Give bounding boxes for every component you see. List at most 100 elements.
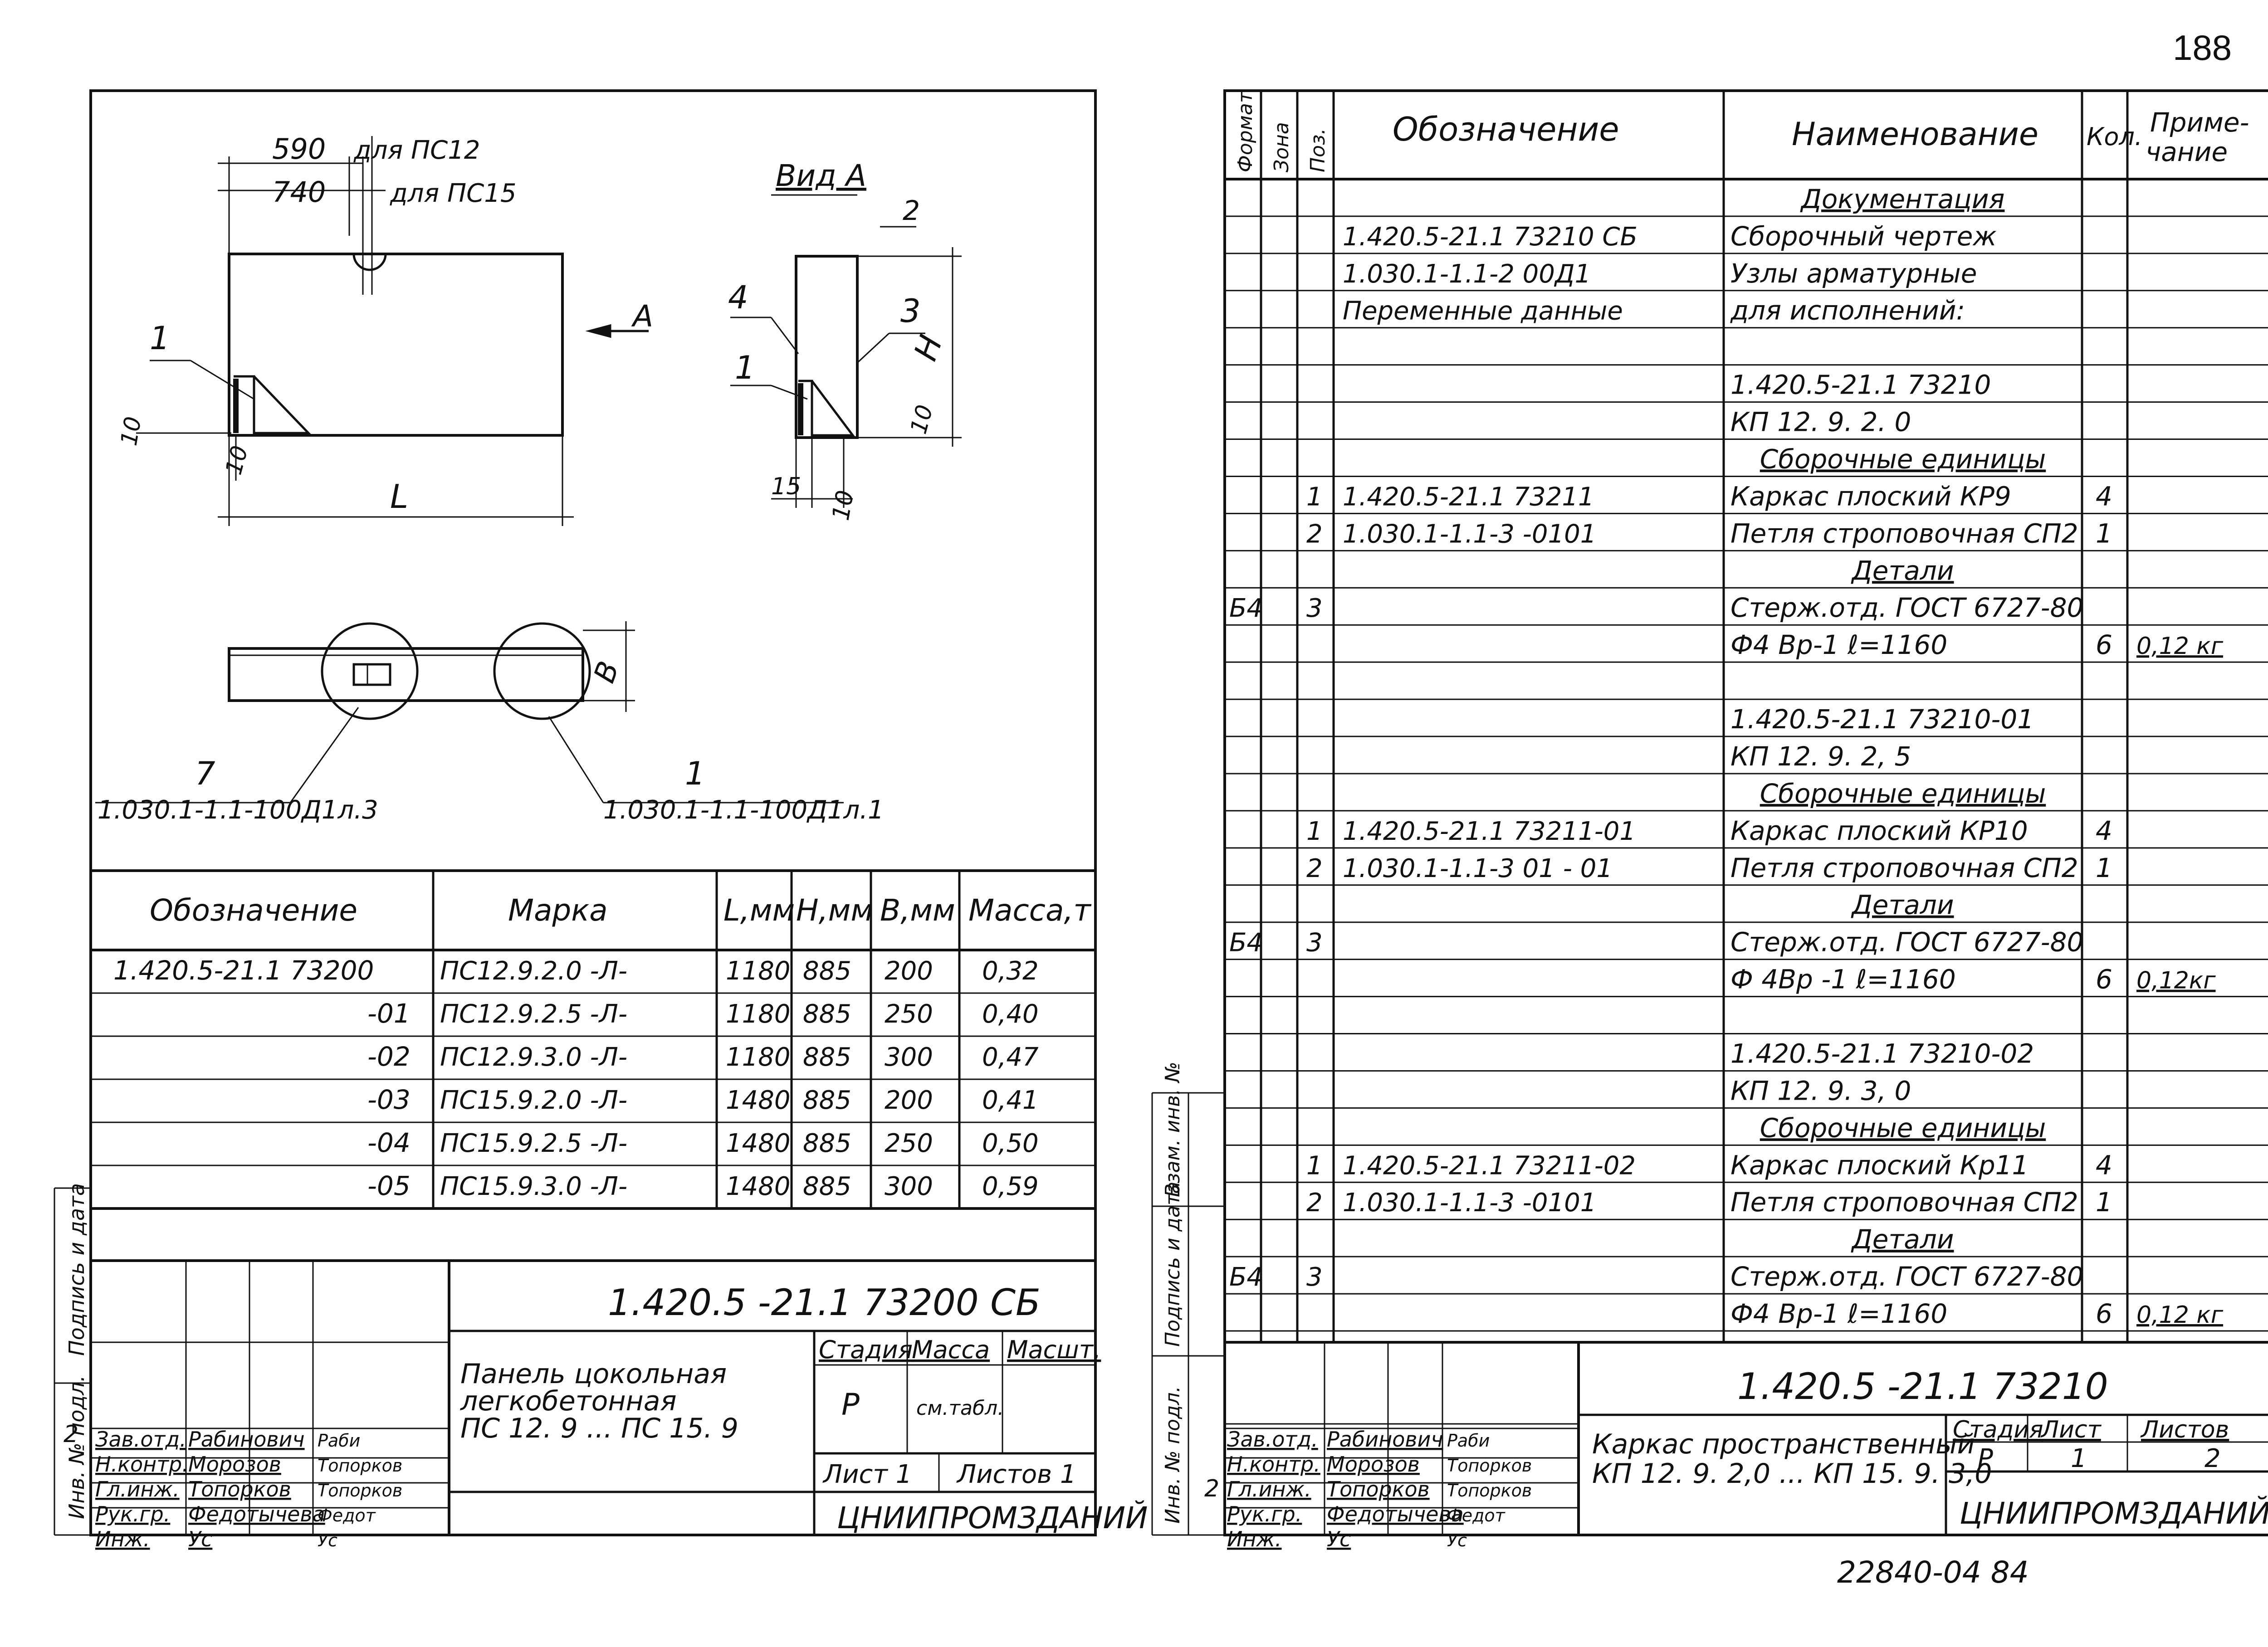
spec-cell-qty: 6 xyxy=(2096,629,2112,660)
table-cell-B: 300 xyxy=(885,1043,933,1072)
spec-cell-name: для исполнений: xyxy=(1730,295,1965,326)
callout-1-number: 1 xyxy=(685,755,705,792)
spec-cell-designation: 1.030.1-1.1-2 00Д1 xyxy=(1343,259,1591,289)
spec-cell-name: Каркас плоский КР10 xyxy=(1730,815,2028,846)
spec-cell-pos: 1 xyxy=(1306,1151,1323,1180)
bar-detail-front xyxy=(234,375,311,434)
leader-7 xyxy=(289,707,359,803)
table-cell-mass: 0,32 xyxy=(982,956,1039,986)
r-stamp-sign: Топорков xyxy=(1447,1456,1532,1476)
r-stamp-stage-head: Стадия xyxy=(1953,1416,2043,1443)
table-header-3: H,мм xyxy=(796,893,873,928)
table-cell-designation: -05 xyxy=(367,1170,411,1201)
r-stamp-code: 1.420.5 -21.1 73210 xyxy=(1737,1365,2108,1408)
dim-L-label: L xyxy=(390,478,408,516)
spec-cell-name: Петля строповочная СП2 xyxy=(1730,518,2078,549)
r-stamp-sign: Топорков xyxy=(1447,1481,1532,1501)
spec-cell-designation: 1.030.1-1.1-3 -0101 xyxy=(1343,519,1596,549)
spec-cell-name: Сборочный чертеж xyxy=(1730,221,1997,252)
leader-4 xyxy=(770,317,799,354)
spec-cell-designation: 1.420.5-21.1 73211-02 xyxy=(1343,1151,1636,1180)
stamp-name: Морозов xyxy=(188,1452,281,1476)
stamp-scale-head: Масшт. xyxy=(1007,1335,1101,1364)
r-stamp-name: Ус xyxy=(1327,1527,1351,1551)
r-stamp-sheet: 1 xyxy=(2071,1444,2087,1473)
spec-head-designation: Обозначение xyxy=(1393,110,1619,148)
table-cell-L: 1180 xyxy=(726,999,791,1029)
spec-cell-qty: 4 xyxy=(2096,481,2112,512)
table-cell-H: 885 xyxy=(803,999,851,1029)
table-cell-B: 250 xyxy=(885,999,933,1029)
spec-cell-qty: 1 xyxy=(2096,853,2112,883)
table-cell-L: 1180 xyxy=(726,956,791,986)
spec-head-pos: Поз. xyxy=(1306,128,1330,172)
spec-head-note1: Приме- xyxy=(2150,107,2249,138)
r-side-label-sign: Подпись и дата xyxy=(1161,1182,1184,1347)
r-stamp-role: Н.контр. xyxy=(1227,1452,1320,1476)
table-cell-mass: 0,41 xyxy=(982,1086,1039,1115)
dim-10-side-label: 10 xyxy=(827,488,860,523)
dim-740-note: для ПС15 xyxy=(390,179,516,208)
spec-cell-name: Ф4 Вр-1 ℓ=1160 xyxy=(1730,629,1947,660)
spec-cell-name: Ф 4Вр -1 ℓ=1160 xyxy=(1730,964,1956,995)
stamp-code: 1.420.5 -21.1 73200 СБ xyxy=(608,1282,1041,1324)
stamp-title-line: ПС 12. 9 ... ПС 15. 9 xyxy=(460,1413,738,1444)
dim-B-label: B xyxy=(587,657,626,687)
spec-cell-name: КП 12. 9. 2, 5 xyxy=(1730,741,1911,772)
pos-3-label: 3 xyxy=(900,292,921,330)
spec-cell-designation: 1.030.1-1.1-3 01 - 01 xyxy=(1343,854,1613,883)
table-cell-designation: -01 xyxy=(367,998,411,1029)
table-cell-L: 1480 xyxy=(726,1086,791,1115)
table-cell-B: 200 xyxy=(885,1086,933,1115)
spec-cell-pos: 2 xyxy=(1306,1188,1323,1218)
spec-head-zone: Зона xyxy=(1270,122,1293,172)
table-header-2: L,мм xyxy=(723,893,795,928)
spec-cell-qty: 4 xyxy=(2096,1150,2112,1180)
spec-cell-name: КП 12. 9. 2. 0 xyxy=(1730,407,1911,438)
left-frame xyxy=(89,89,1097,1536)
spec-cell-designation: 1.420.5-21.1 73210 СБ xyxy=(1343,222,1637,252)
table-cell-mark: ПС15.9.3.0 -Л- xyxy=(440,1172,627,1201)
table-cell-mass: 0,47 xyxy=(982,1043,1039,1072)
table-cell-L: 1180 xyxy=(726,1043,791,1072)
r-side-label-inv: Инв. № подл. xyxy=(1161,1386,1184,1524)
table-cell-B: 300 xyxy=(885,1172,933,1201)
line-work xyxy=(54,89,2268,1536)
spec-cell-name: 1.420.5-21.1 73210-01 xyxy=(1730,704,2034,735)
table-cell-H: 885 xyxy=(803,1172,851,1201)
r-stamp-sheets: 2 xyxy=(2204,1444,2221,1473)
table-cell-mark: ПС12.9.3.0 -Л- xyxy=(440,1043,627,1072)
table-cell-mark: ПС15.9.2.0 -Л- xyxy=(440,1086,627,1115)
stamp-sign: Ус xyxy=(318,1530,337,1550)
spec-cell-note: 0,12 кг xyxy=(2136,633,2224,660)
table-cell-H: 885 xyxy=(803,1043,851,1072)
dim-740-label: 740 xyxy=(272,175,326,209)
r-stamp-sign: Раби xyxy=(1447,1431,1490,1451)
spec-section-heading: Детали xyxy=(1850,1224,1954,1255)
r-stamp-org: ЦНИИПРОМЗДАНИЙ xyxy=(1960,1496,2268,1531)
stamp-sign: Федот xyxy=(318,1506,376,1525)
spec-cell-name: Узлы арматурные xyxy=(1730,258,1977,289)
leader-1 xyxy=(190,360,254,400)
bar-detail-side xyxy=(798,380,855,437)
table-cell-B: 200 xyxy=(885,956,933,986)
spec-cell-name: 1.420.5-21.1 73210-02 xyxy=(1730,1038,2034,1069)
r-stamp-role: Инж. xyxy=(1227,1527,1282,1551)
dim-590-label: 590 xyxy=(272,132,326,166)
spec-cell-note: 0,12кг xyxy=(2136,967,2216,994)
stamp-sign: Топорков xyxy=(318,1456,402,1476)
spec-cell-designation: 1.420.5-21.1 73211 xyxy=(1343,482,1594,512)
r-stamp-sheet-head: Лист xyxy=(2040,1416,2102,1443)
leader-1b xyxy=(771,385,808,400)
r-side-mark: 2 xyxy=(1204,1475,1219,1502)
stamp-name: Ус xyxy=(188,1527,212,1551)
stamp-title-line: легкобетонная xyxy=(460,1385,677,1417)
detail-circle-7 xyxy=(321,622,419,720)
view-A-number: 2 xyxy=(903,195,920,227)
callout-7-ref: 1.030.1-1.1-100Д1л.3 xyxy=(98,795,378,825)
r-stamp-name: Морозов xyxy=(1327,1452,1420,1476)
spec-cell-format: Б4 xyxy=(1229,1262,1263,1292)
spec-head-qty: Кол. xyxy=(2087,122,2142,151)
stamp-title-line: Панель цокольная xyxy=(460,1358,727,1390)
